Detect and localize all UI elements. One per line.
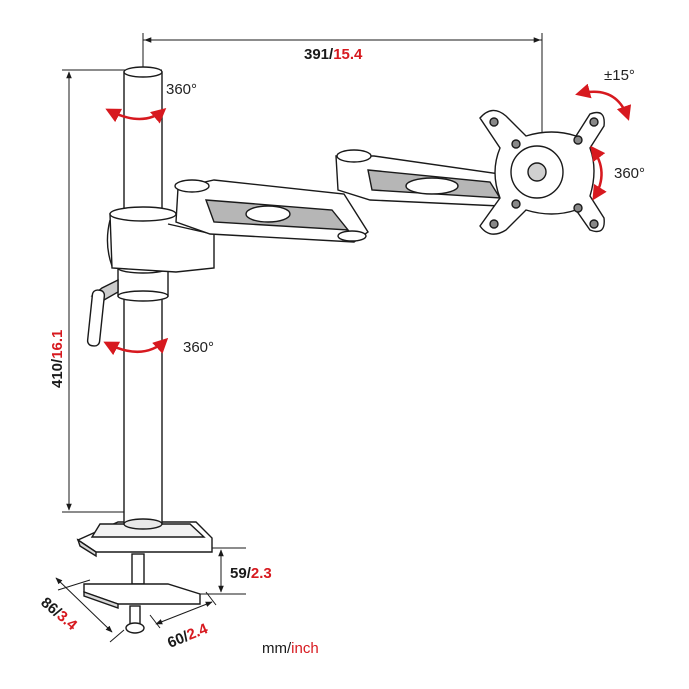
vertical-pole <box>86 66 169 530</box>
pole-height-dimension-label: 410/16.1 <box>49 330 66 388</box>
pole-collar-rotation-label: 360° <box>183 339 214 356</box>
head-tilt-rotation-label: ±15° <box>604 67 635 84</box>
clamp-opening-dimension-label: 59/2.3 <box>230 565 272 582</box>
arm-reach-dimension-label: 391/15.4 <box>304 46 363 63</box>
desk-clamp <box>76 521 213 634</box>
pole-collar-rotation-arrow <box>103 337 169 356</box>
clamp-depth-dimension-label: 86/3.4 <box>37 594 80 634</box>
pole-top-rotation-arrow <box>105 108 167 124</box>
units-legend: mm/inch <box>262 640 319 657</box>
rotation-arrows <box>103 83 632 356</box>
head-rotate-rotation-arrow <box>590 145 607 201</box>
head-tilt-rotation-arrow <box>575 83 632 121</box>
upper-arm-segment <box>335 149 517 207</box>
vesa-head <box>479 109 605 235</box>
dimension-lines <box>55 33 543 643</box>
lower-arm-segment <box>174 179 369 243</box>
pole-top-rotation-label: 360° <box>166 81 197 98</box>
clamp-width-dimension-label: 60/2.4 <box>165 620 211 652</box>
head-rotate-rotation-label: 360° <box>614 165 645 182</box>
